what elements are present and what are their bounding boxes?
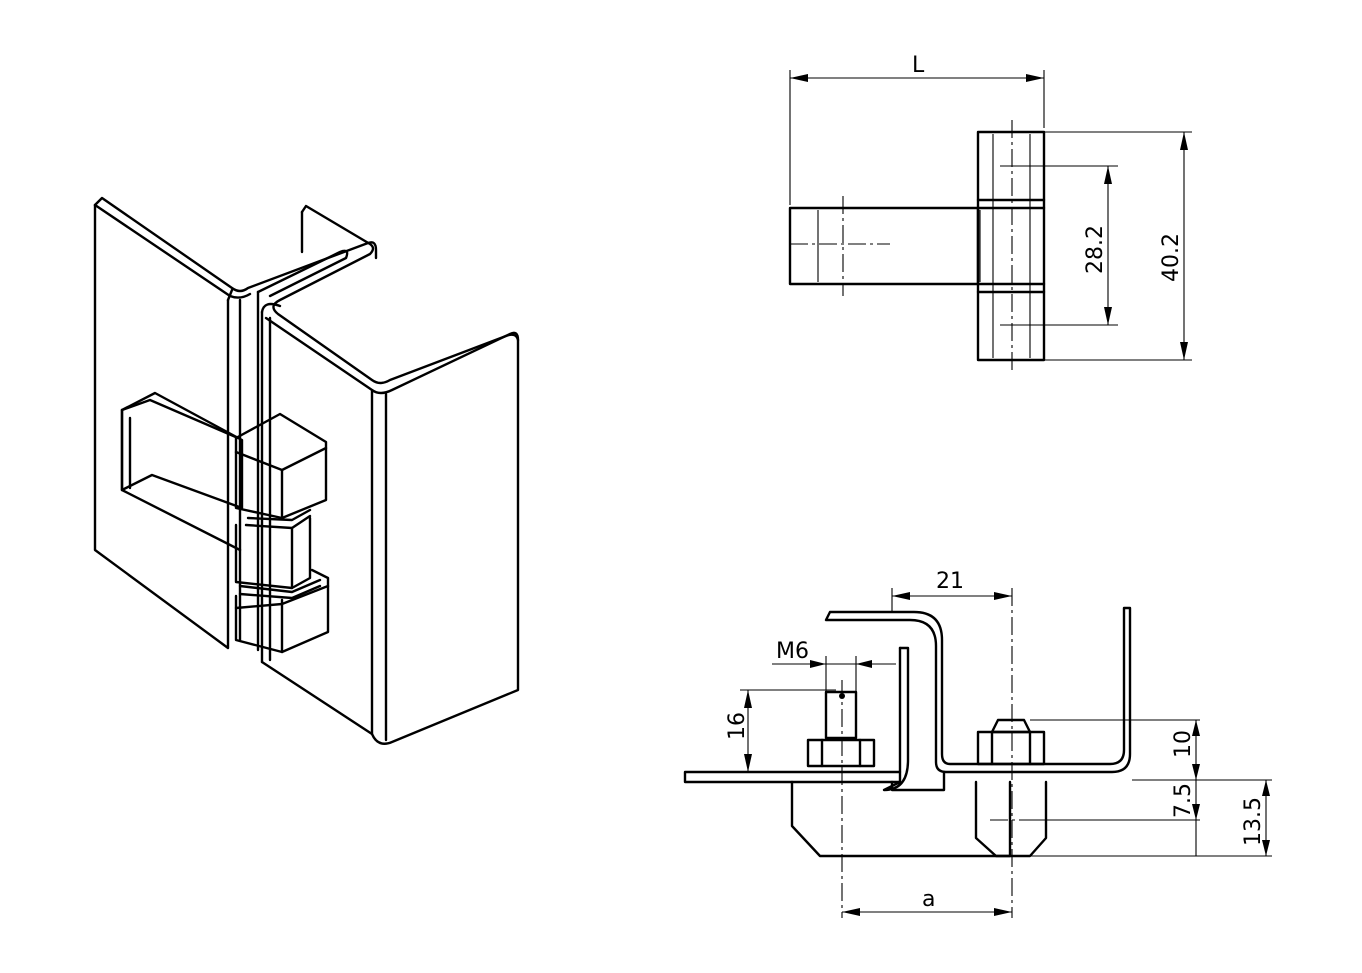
dim-length-label: L xyxy=(912,53,925,78)
section-view: 21 M6 16 10 7.5 13.5 a xyxy=(683,569,1272,918)
dim-outer-height-label: 40.2 xyxy=(1159,233,1184,282)
dim-nut-height-label: 10 xyxy=(1171,730,1196,758)
isometric-hinge-view xyxy=(93,196,520,745)
dim-thread-label: M6 xyxy=(776,639,809,664)
dim-total-label: 13.5 xyxy=(1241,797,1266,846)
dim-offset-label: 21 xyxy=(936,569,964,594)
dim-spacing-label: a xyxy=(922,887,935,912)
dim-stud-height-label: 16 xyxy=(725,712,750,740)
top-view: L 28.2 40.2 xyxy=(788,53,1192,370)
dim-lower-label: 7.5 xyxy=(1171,783,1196,818)
dim-inner-height-label: 28.2 xyxy=(1083,225,1108,274)
